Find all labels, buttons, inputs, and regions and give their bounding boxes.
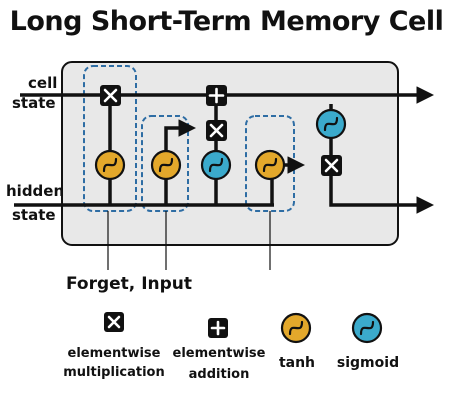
- cell-state-label-line1: cell: [28, 74, 57, 92]
- legend-add-line2: addition: [189, 367, 250, 382]
- gate-caption: Forget, Input: [66, 274, 192, 294]
- x-symbol-icon: [209, 123, 224, 138]
- cell-state-label-line2: state: [12, 94, 56, 112]
- hidden-state-label-line1: hidden: [6, 182, 64, 200]
- x-symbol-icon: [107, 315, 121, 329]
- forget-gate-group: [83, 65, 137, 212]
- input-gate-group: [141, 115, 189, 212]
- hidden-output-line: [329, 172, 434, 214]
- plus-symbol-icon: [208, 87, 225, 104]
- diagram-title: Long Short-Term Memory Cell: [9, 6, 444, 37]
- cell-box: [61, 61, 399, 246]
- tilde-wave-icon: [288, 320, 304, 336]
- tilde-wave-icon: [359, 320, 375, 336]
- legend-tanh-label: tanh: [279, 355, 315, 371]
- x-symbol-icon: [324, 158, 339, 173]
- tilde-wave-icon: [262, 157, 278, 173]
- legend: elementwise multiplication elementwise a…: [63, 312, 399, 382]
- plus-symbol-icon: [210, 320, 226, 336]
- x-symbol-icon: [103, 88, 118, 103]
- hidden-state-label-line2: state: [12, 206, 56, 224]
- legend-sigmoid-label: sigmoid: [337, 355, 399, 371]
- legend-multiply-line1: elementwise: [68, 346, 161, 361]
- tilde-wave-icon: [102, 157, 118, 173]
- legend-add-line1: elementwise: [173, 346, 266, 361]
- tilde-wave-icon: [323, 116, 339, 132]
- legend-multiply-line2: multiplication: [63, 365, 164, 380]
- tilde-wave-icon: [208, 157, 224, 173]
- tilde-wave-icon: [158, 157, 174, 173]
